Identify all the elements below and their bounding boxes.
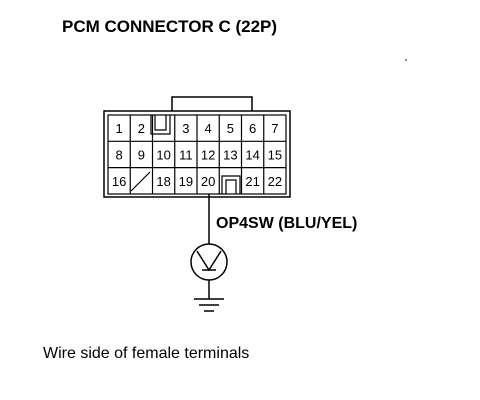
pin-14-label: 14 xyxy=(245,147,259,162)
pin-5-label: 5 xyxy=(227,121,234,136)
pin-10-label: 10 xyxy=(156,147,170,162)
pin-6-label: 6 xyxy=(249,121,256,136)
connector-cell-grid xyxy=(108,115,286,194)
pin-12-label: 12 xyxy=(201,147,215,162)
pin-7-label: 7 xyxy=(271,121,278,136)
pin-8-label: 8 xyxy=(116,147,123,162)
pin-20-label: 20 xyxy=(201,174,215,189)
voltmeter-icon xyxy=(190,243,228,281)
pin-3-label: 3 xyxy=(182,121,189,136)
keyway-notch-top xyxy=(150,115,171,135)
ground-icon xyxy=(194,298,224,312)
pin-1-label: 1 xyxy=(116,121,123,136)
pin-22-label: 22 xyxy=(268,174,282,189)
empty-pin-slash xyxy=(130,171,151,192)
pin-9-label: 9 xyxy=(138,147,145,162)
pin-4-label: 4 xyxy=(205,121,212,136)
pin-2-label: 2 xyxy=(138,121,145,136)
pin-11-label: 11 xyxy=(179,147,193,162)
pin-13-label: 13 xyxy=(223,147,237,162)
pin-15-label: 15 xyxy=(268,147,282,162)
stray-dot xyxy=(405,59,407,61)
pin-21-label: 21 xyxy=(245,174,259,189)
pin-18-label: 18 xyxy=(156,174,170,189)
wire-label: OP4SW (BLU/YEL) xyxy=(216,215,357,232)
pin-19-label: 19 xyxy=(179,174,193,189)
pin-16-label: 16 xyxy=(112,174,126,189)
diagram-caption: Wire side of female terminals xyxy=(43,345,249,362)
keyway-notch-bottom xyxy=(221,175,241,194)
diagram-title: PCM CONNECTOR C (22P) xyxy=(62,17,277,36)
